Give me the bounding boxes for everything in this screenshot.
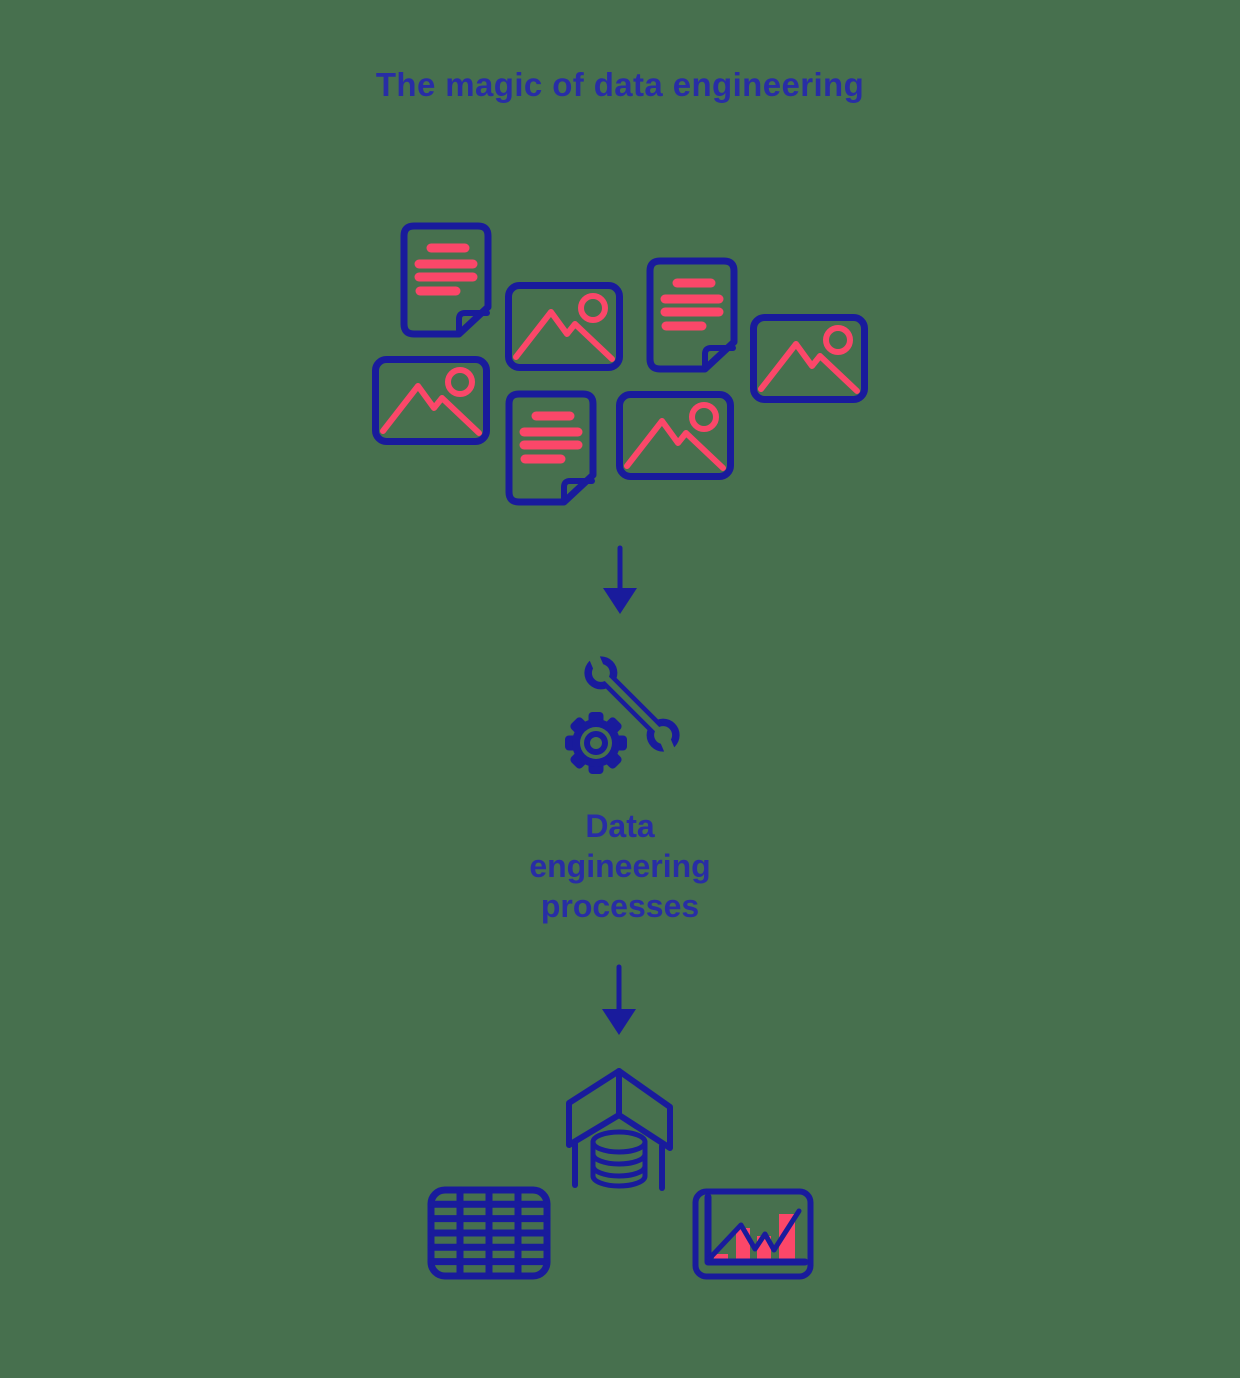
process-label-line-2: engineering [529,848,711,884]
bar-line-chart-icon [692,1188,814,1280]
down-arrow-icon [602,964,636,1035]
table-grid-icon [427,1186,551,1280]
image-icon [750,314,868,403]
image-icon [616,391,734,480]
wrench-gear-icon [560,648,692,786]
document-icon [505,390,597,506]
document-icon [400,222,492,338]
process-label-line-1: Data [585,808,655,844]
process-label: Data engineering processes [0,806,1240,926]
down-arrow-icon [603,545,637,614]
image-icon [372,356,490,445]
image-icon [505,282,623,371]
process-label-line-3: processes [540,888,700,924]
document-icon [646,257,738,373]
warehouse-database-icon [552,1058,694,1192]
page-title: The magic of data engineering [375,66,865,103]
